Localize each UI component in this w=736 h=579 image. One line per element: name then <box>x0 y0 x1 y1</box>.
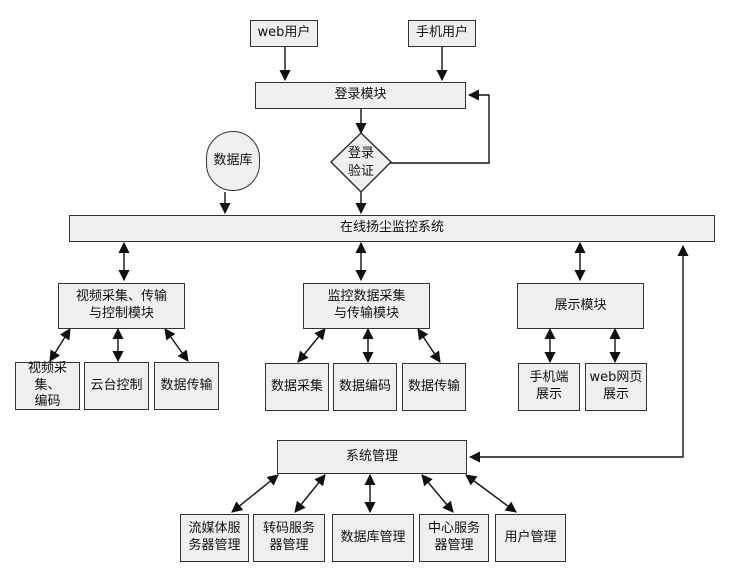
data-transfer-2-node: 数据传输 <box>402 363 466 411</box>
monitor-module-line-1: 监控数据采集 <box>327 289 406 305</box>
mobile-user-label: 手机用户 <box>415 25 468 41</box>
video-module-line-2: 与控制模块 <box>88 306 154 321</box>
edge-data-transfer-2 <box>417 328 441 363</box>
user-manage-node: 用户管理 <box>495 514 566 562</box>
login-verify-line-2: 验证 <box>347 163 374 179</box>
mobile-display-node: 手机端 展示 <box>518 363 580 411</box>
system-label: 在线扬尘监控系统 <box>339 220 444 236</box>
database-node: 数据库 <box>206 131 260 191</box>
edge-media-server <box>231 474 279 513</box>
db-manage-node: 数据库管理 <box>332 514 414 562</box>
data-transfer-1-label: 数据传输 <box>160 377 213 393</box>
transcode-server-line-1: 转码服务 <box>262 521 315 537</box>
mobile-user-node: 手机用户 <box>408 20 476 47</box>
web-display-line-2: 展示 <box>602 387 629 402</box>
login-verify-diamond <box>329 131 393 194</box>
video-module-line-1: 视频采集、传输 <box>75 289 167 305</box>
login-module-node: 登录模块 <box>255 82 466 109</box>
system-node: 在线扬尘监控系统 <box>69 215 715 242</box>
data-collect-node: 数据采集 <box>265 363 329 411</box>
edge-video-encode <box>49 328 71 362</box>
transcode-server-line-2: 器管理 <box>269 538 309 553</box>
edge-data-transfer-1 <box>164 328 189 362</box>
edge-transcode-server <box>294 474 326 513</box>
display-module-node: 展示模块 <box>517 283 644 329</box>
media-server-node: 流媒体服 务器管理 <box>180 514 249 562</box>
login-verify-line-1: 登录 <box>347 145 374 161</box>
center-server-node: 中心服务 器管理 <box>419 514 489 562</box>
media-server-line-1: 流媒体服 <box>188 521 241 537</box>
transcode-server-node: 转码服务 器管理 <box>253 514 325 562</box>
mobile-display-line-1: 手机端 <box>529 370 569 386</box>
login-module-label: 登录模块 <box>334 87 387 103</box>
mobile-display-line-2: 展示 <box>535 387 562 402</box>
data-encode-node: 数据编码 <box>333 363 397 411</box>
monitor-module-node: 监控数据采集 与传输模块 <box>303 283 430 329</box>
monitor-module-line-2: 与传输模块 <box>333 306 399 321</box>
edge-data-collect <box>297 328 326 363</box>
login-verify-text: 登录 验证 <box>331 133 391 192</box>
web-user-node: web用户 <box>250 20 318 47</box>
sys-manage-label: 系统管理 <box>345 448 398 464</box>
ptz-control-node: 云台控制 <box>84 362 149 410</box>
media-server-line-2: 务器管理 <box>188 538 241 553</box>
db-manage-label: 数据库管理 <box>340 529 406 545</box>
data-transfer-2-label: 数据传输 <box>407 378 460 394</box>
user-manage-label: 用户管理 <box>504 529 557 545</box>
display-module-label: 展示模块 <box>554 297 607 313</box>
data-transfer-1-node: 数据传输 <box>154 362 219 410</box>
database-label: 数据库 <box>213 152 253 168</box>
video-module-node: 视频采集、传输 与控制模块 <box>58 283 185 329</box>
edge-verify-back-login <box>390 89 490 164</box>
web-user-label: web用户 <box>257 25 311 41</box>
edge-center-server <box>421 474 454 513</box>
edge-sys-manage-system <box>468 244 689 463</box>
web-display-node: web网页 展示 <box>585 363 647 411</box>
data-encode-label: 数据编码 <box>338 378 391 394</box>
sys-manage-node: 系统管理 <box>277 440 467 474</box>
web-display-line-1: web网页 <box>589 370 643 386</box>
edge-user-manage <box>465 474 517 513</box>
ptz-control-label: 云台控制 <box>90 377 143 393</box>
video-encode-line-2: 编码 <box>34 394 61 410</box>
video-encode-node: 视频采集、 编码 <box>15 360 80 410</box>
center-server-line-2: 器管理 <box>434 538 474 553</box>
center-server-line-1: 中心服务 <box>427 521 480 537</box>
data-collect-label: 数据采集 <box>270 378 323 394</box>
video-encode-line-1: 视频采集、 <box>27 360 67 393</box>
